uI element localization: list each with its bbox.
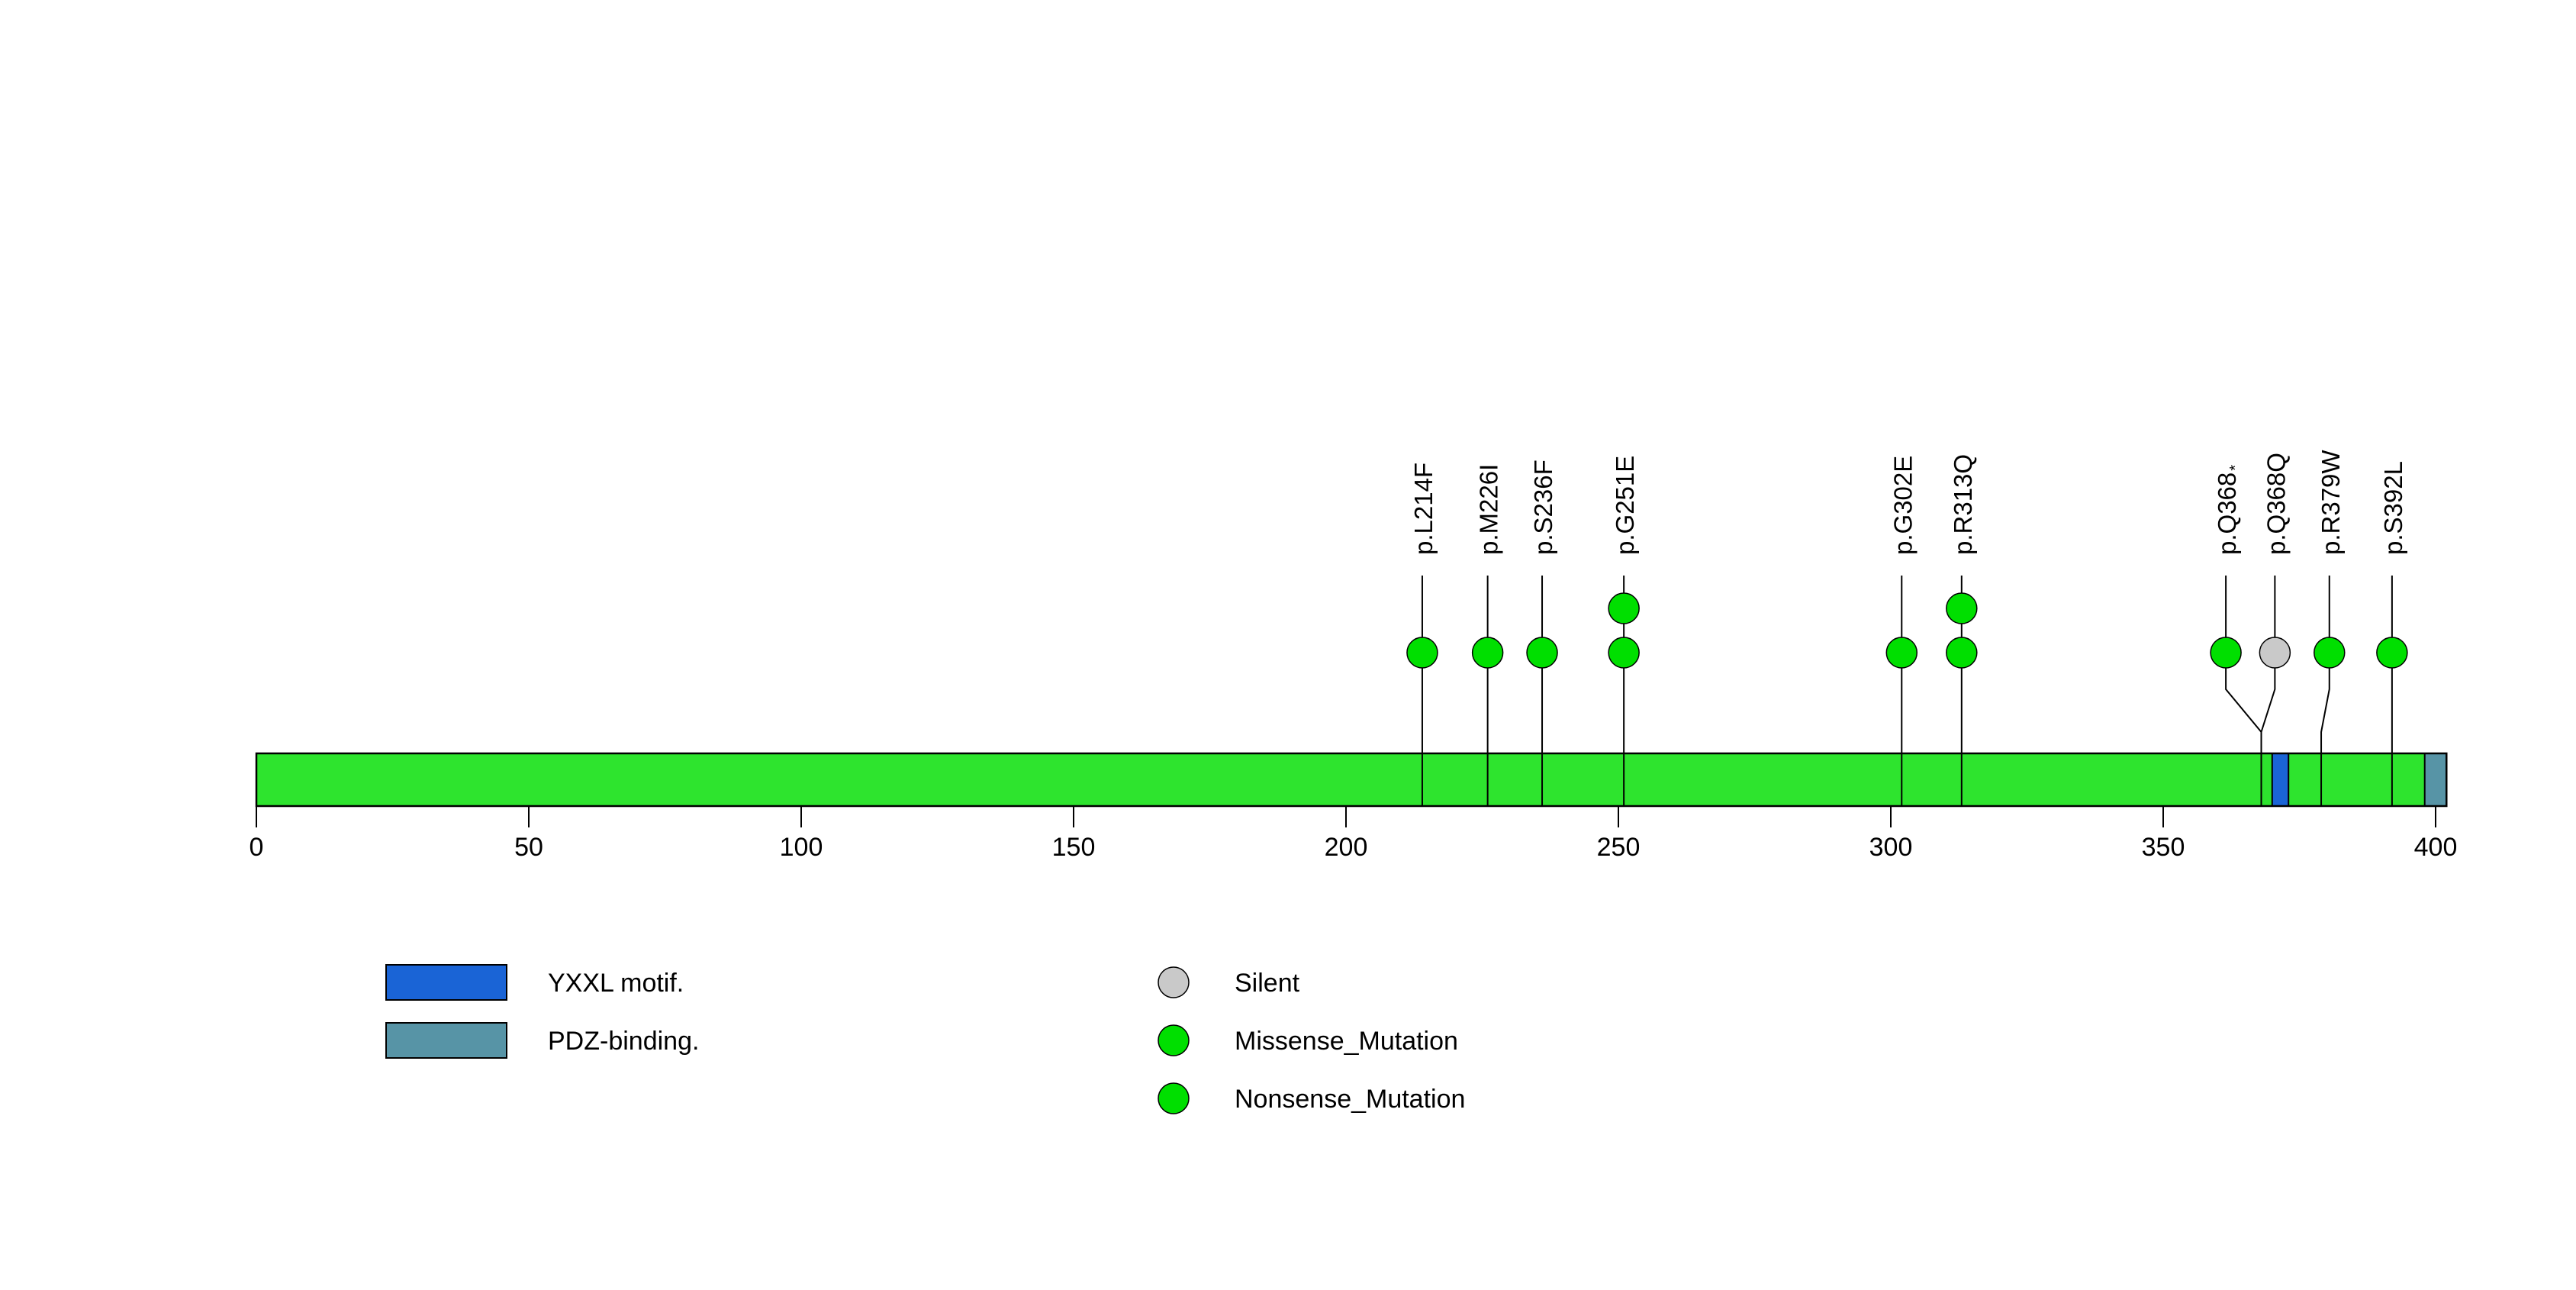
mutation-circle: [1608, 592, 1640, 624]
protein-bar: [256, 753, 2447, 806]
legend-domain-swatch: [385, 964, 507, 1001]
mutation-label: p.Q368Q: [2262, 453, 2290, 555]
legend-mutation-swatch: [1158, 966, 1190, 998]
protein-bar-outline: [255, 752, 2448, 808]
mutation-circle: [1471, 637, 1504, 669]
mutation-label: p.R313Q: [1949, 454, 1977, 555]
axis-tick-label: 400: [2414, 833, 2458, 862]
mutation-circle: [1946, 637, 1978, 669]
mutation-circle: [1885, 637, 1918, 669]
mutation-label: p.L214F: [1409, 463, 1438, 555]
mutation-label: p.G251E: [1611, 456, 1639, 555]
legend-mutation-swatch: [1158, 1024, 1190, 1056]
axis-tick-label: 100: [780, 833, 823, 862]
mutation-stem: [2260, 576, 2276, 806]
mutation-circle: [2376, 637, 2408, 669]
domain-rect: [2423, 753, 2448, 807]
legend-mutation-label: Missense_Mutation: [1235, 1027, 1458, 1056]
mutation-circle: [2210, 637, 2242, 669]
mutation-label: p.Q368*: [2213, 465, 2244, 555]
mutation-circle: [2259, 637, 2291, 669]
mutation-label: p.S392L: [2379, 461, 2407, 555]
mutation-circle: [1406, 637, 1438, 669]
legend-domain-label: YXXL motif.: [548, 969, 684, 998]
axis-tick-label: 50: [514, 833, 543, 862]
mutation-circle: [1608, 637, 1640, 669]
axis-tick-label: 200: [1325, 833, 1368, 862]
mutation-label: p.G302E: [1889, 456, 1917, 555]
legend-mutation-label: Nonsense_Mutation: [1235, 1085, 1465, 1114]
legend-mutation-swatch: [1158, 1082, 1190, 1114]
mutation-label: p.M226I: [1475, 464, 1503, 555]
mutation-label: p.S236F: [1529, 460, 1557, 555]
legend-mutation-label: Silent: [1235, 969, 1300, 998]
domain-rect: [2271, 753, 2290, 807]
mutation-label: p.R379W: [2317, 450, 2345, 555]
axis-tick-label: 300: [1869, 833, 1913, 862]
mutation-stem: [2320, 576, 2330, 806]
mutation-circle: [1946, 592, 1978, 624]
axis-tick-label: 250: [1597, 833, 1641, 862]
mutation-circle: [1526, 637, 1558, 669]
axis-tick-label: 0: [250, 833, 264, 862]
legend-domain-swatch: [385, 1022, 507, 1059]
legend-domain-label: PDZ-binding.: [548, 1027, 699, 1056]
axis-tick-label: 150: [1052, 833, 1096, 862]
axis-tick-label: 350: [2142, 833, 2185, 862]
mutation-circle: [2314, 637, 2346, 669]
